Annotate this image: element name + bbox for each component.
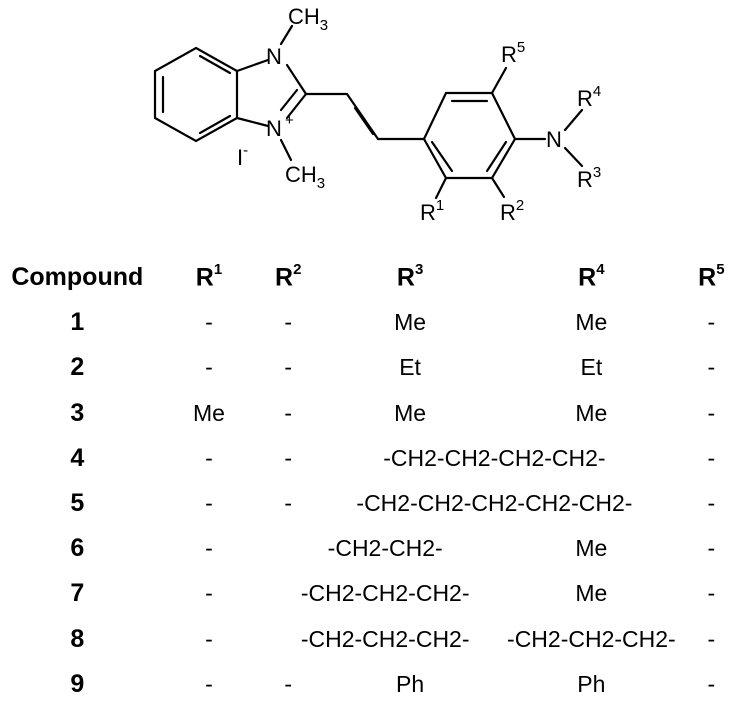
phenyl-double-bond: [430, 140, 454, 173]
r1-cell: -: [205, 535, 213, 562]
n-top-label: N: [266, 44, 282, 69]
table-row: 2 - - Et Et -: [0, 345, 747, 390]
r4-cell: Et: [580, 354, 603, 381]
compound-id: 6: [70, 534, 85, 563]
table-row: 1 - - Me Me -: [0, 300, 747, 345]
r4-label: R4: [577, 83, 601, 111]
ring-double-bond: [285, 92, 308, 120]
phenyl-double-bond: [485, 140, 508, 173]
amine-n-label: N: [546, 127, 562, 152]
r2-cell: -: [284, 309, 293, 336]
vinyl-double-bond: [345, 92, 380, 141]
table-row: 8 - -CH2-CH2-CH2- -CH2-CH2-CH2- -: [0, 617, 747, 662]
iodide-label: I-: [237, 142, 248, 170]
methyl-bottom-label: CH3: [285, 162, 325, 192]
compound-id: 5: [70, 489, 85, 518]
r4-cell: Me: [575, 535, 608, 562]
r5-cell: -: [707, 580, 716, 607]
table-row: 6 - -CH2-CH2- Me -: [0, 526, 747, 571]
r1-cell: -: [205, 309, 213, 336]
substituent-table: Compound R1 R2 R3 R4 R5 1 - - Me Me - 2 …: [0, 255, 747, 707]
r1-cell: -: [205, 625, 213, 652]
r4-cell: Me: [575, 580, 608, 607]
r2-label: R2: [500, 197, 524, 225]
compound-id: 4: [70, 443, 85, 472]
compound-id: 9: [70, 669, 85, 698]
r2-r3-ring-cell: -CH2-CH2-: [327, 535, 443, 562]
benzo-ring-bond: [153, 46, 239, 143]
r1-label: R1: [420, 197, 444, 225]
r3-label: R3: [577, 164, 601, 192]
compound-id: 3: [70, 398, 85, 427]
header-r5: R5: [698, 260, 725, 292]
r3-cell: Me: [394, 309, 427, 336]
ring-bond: [285, 63, 308, 96]
r2-r3-ring-cell: -CH2-CH2-CH2-: [300, 625, 470, 652]
r2-cell: -: [284, 354, 293, 381]
r5-label: R5: [501, 39, 525, 67]
r5-cell: -: [707, 490, 716, 517]
r1-cell: -: [205, 670, 213, 697]
r3-cell: Ph: [396, 670, 425, 697]
header-r2: R2: [275, 260, 302, 292]
benzo-double-bond: [198, 114, 232, 135]
ring-double-bond: [279, 88, 299, 112]
r1-cell: -: [205, 354, 213, 381]
header-r1: R1: [195, 260, 223, 292]
header-compound: Compound: [11, 263, 144, 292]
r4-cell: -CH2-CH2-CH2-: [507, 625, 676, 652]
r4-bond: [563, 108, 584, 132]
r2-cell: -: [284, 490, 293, 517]
r3-cell: Et: [399, 354, 421, 381]
vinyl-double-bond: [353, 106, 375, 136]
r3-r4-ring-cell: -CH2-CH2-CH2-CH2-: [383, 444, 606, 471]
r2-bond: [490, 176, 506, 199]
r5-cell: -: [707, 399, 716, 426]
r5-cell: -: [707, 670, 716, 697]
r1-bond: [434, 176, 448, 200]
ring-bond: [235, 116, 270, 128]
r5-cell: -: [707, 625, 716, 652]
r5-cell: -: [707, 444, 716, 471]
table-row: 7 - -CH2-CH2-CH2- Me -: [0, 571, 747, 616]
positive-charge: +: [285, 112, 294, 129]
n-bottom-label: N: [266, 116, 282, 141]
table-row: 5 - - -CH2-CH2-CH2-CH2-CH2- -: [0, 481, 747, 526]
r5-cell: -: [707, 535, 716, 562]
r1-cell: -: [205, 490, 213, 517]
n-methyl-bond: [279, 24, 294, 46]
r2-cell: -: [284, 670, 293, 697]
table-row: 3 Me - Me Me -: [0, 391, 747, 436]
table-row: 9 - - Ph Ph -: [0, 662, 747, 707]
r3-r4-ring-cell: -CH2-CH2-CH2-CH2-CH2-: [356, 490, 633, 517]
compound-id: 2: [70, 353, 85, 382]
r5-cell: -: [707, 354, 716, 381]
r1-cell: -: [205, 580, 213, 607]
benzo-double-bond: [198, 54, 232, 75]
r4-cell: Ph: [577, 670, 606, 697]
compound-id: 1: [70, 308, 85, 337]
r3-bond: [563, 146, 584, 168]
methyl-top-label: CH3: [288, 4, 328, 34]
r1-cell: Me: [192, 399, 225, 426]
r2-cell: -: [284, 444, 293, 471]
phenyl-ring-bond: [422, 91, 517, 180]
r1-cell: -: [205, 444, 213, 471]
r3-cell: Me: [394, 399, 427, 426]
r4-cell: Me: [575, 309, 608, 336]
n-methyl-bond: [279, 138, 293, 162]
compound-id: 7: [70, 579, 85, 608]
r5-cell: -: [707, 309, 716, 336]
compound-id: 8: [70, 624, 85, 653]
table-row: 4 - - -CH2-CH2-CH2-CH2- -: [0, 436, 747, 481]
r4-cell: Me: [575, 399, 608, 426]
r2-cell: -: [284, 399, 293, 426]
chemical-structure: CH3 N N + I- CH3 N R5 R4 R3 R1 R2: [153, 4, 601, 225]
r2-r3-ring-cell: -CH2-CH2-CH2-: [300, 580, 470, 607]
table-header-row: Compound R1 R2 R3 R4 R5: [0, 255, 747, 300]
r5-bond: [490, 66, 508, 95]
header-r4: R4: [578, 260, 605, 292]
header-r3: R3: [396, 260, 424, 292]
ring-bond: [235, 58, 270, 73]
